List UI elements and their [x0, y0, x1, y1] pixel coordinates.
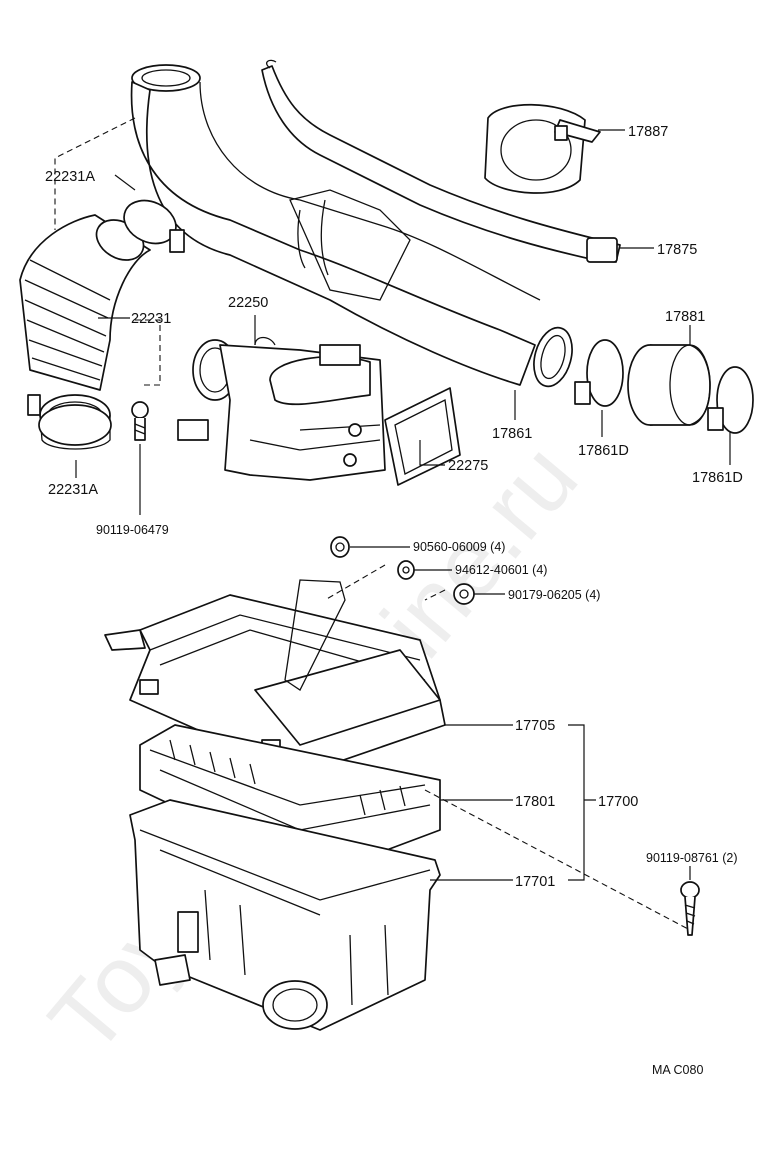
hose-clamp-22231a-top [123, 199, 185, 253]
label-90119-06479: 90119-06479 [96, 523, 169, 537]
label-17705: 17705 [515, 718, 555, 734]
bolt-90119-06479 [131, 401, 149, 441]
hose-17875 [261, 59, 621, 263]
label-22231a-top: 22231A [45, 169, 95, 185]
label-17700: 17700 [598, 794, 638, 810]
label-22275: 22275 [448, 458, 488, 474]
hose-clamp-17861d-a [574, 339, 624, 407]
label-22231a-bottom: 22231A [48, 482, 98, 498]
label-90560: 90560-06009 (4) [413, 540, 505, 554]
label-17701: 17701 [515, 874, 555, 890]
label-17881: 17881 [665, 309, 705, 325]
label-17875: 17875 [657, 242, 697, 258]
air-filter-element-17801 [139, 724, 441, 876]
label-17801: 17801 [515, 794, 555, 810]
bracket-22231-group [54, 117, 161, 386]
label-22231: 22231 [131, 311, 171, 327]
grommet-90560 [330, 536, 350, 558]
figure-code: MA C080 [652, 1063, 703, 1077]
gasket-22275 [384, 387, 461, 486]
sleeve-17881 [627, 344, 711, 426]
label-17887: 17887 [628, 124, 668, 140]
label-17861d-b: 17861D [692, 470, 743, 486]
hose-clamp-22231a-bottom [27, 394, 112, 446]
label-90119-08761: 90119-08761 (2) [646, 851, 738, 865]
label-22250: 22250 [228, 295, 268, 311]
label-90179: 90179-06205 (4) [508, 588, 600, 602]
label-17861d-a: 17861D [578, 443, 629, 459]
collar-94612 [397, 560, 415, 580]
hose-clamp-17861d-b [707, 366, 754, 434]
nut-90179 [453, 583, 475, 605]
label-94612: 94612-40601 (4) [455, 563, 547, 577]
air-flow-meter-22250 [177, 336, 386, 481]
screw-90119-08761 [680, 881, 700, 936]
label-17861: 17861 [492, 426, 532, 442]
leader-lines [75, 129, 731, 881]
air-cleaner-case-17701 [129, 799, 441, 1031]
clamp-band-17887 [484, 103, 601, 194]
intake-duct-17861 [130, 64, 573, 388]
hardware-alignment-line [324, 564, 446, 601]
